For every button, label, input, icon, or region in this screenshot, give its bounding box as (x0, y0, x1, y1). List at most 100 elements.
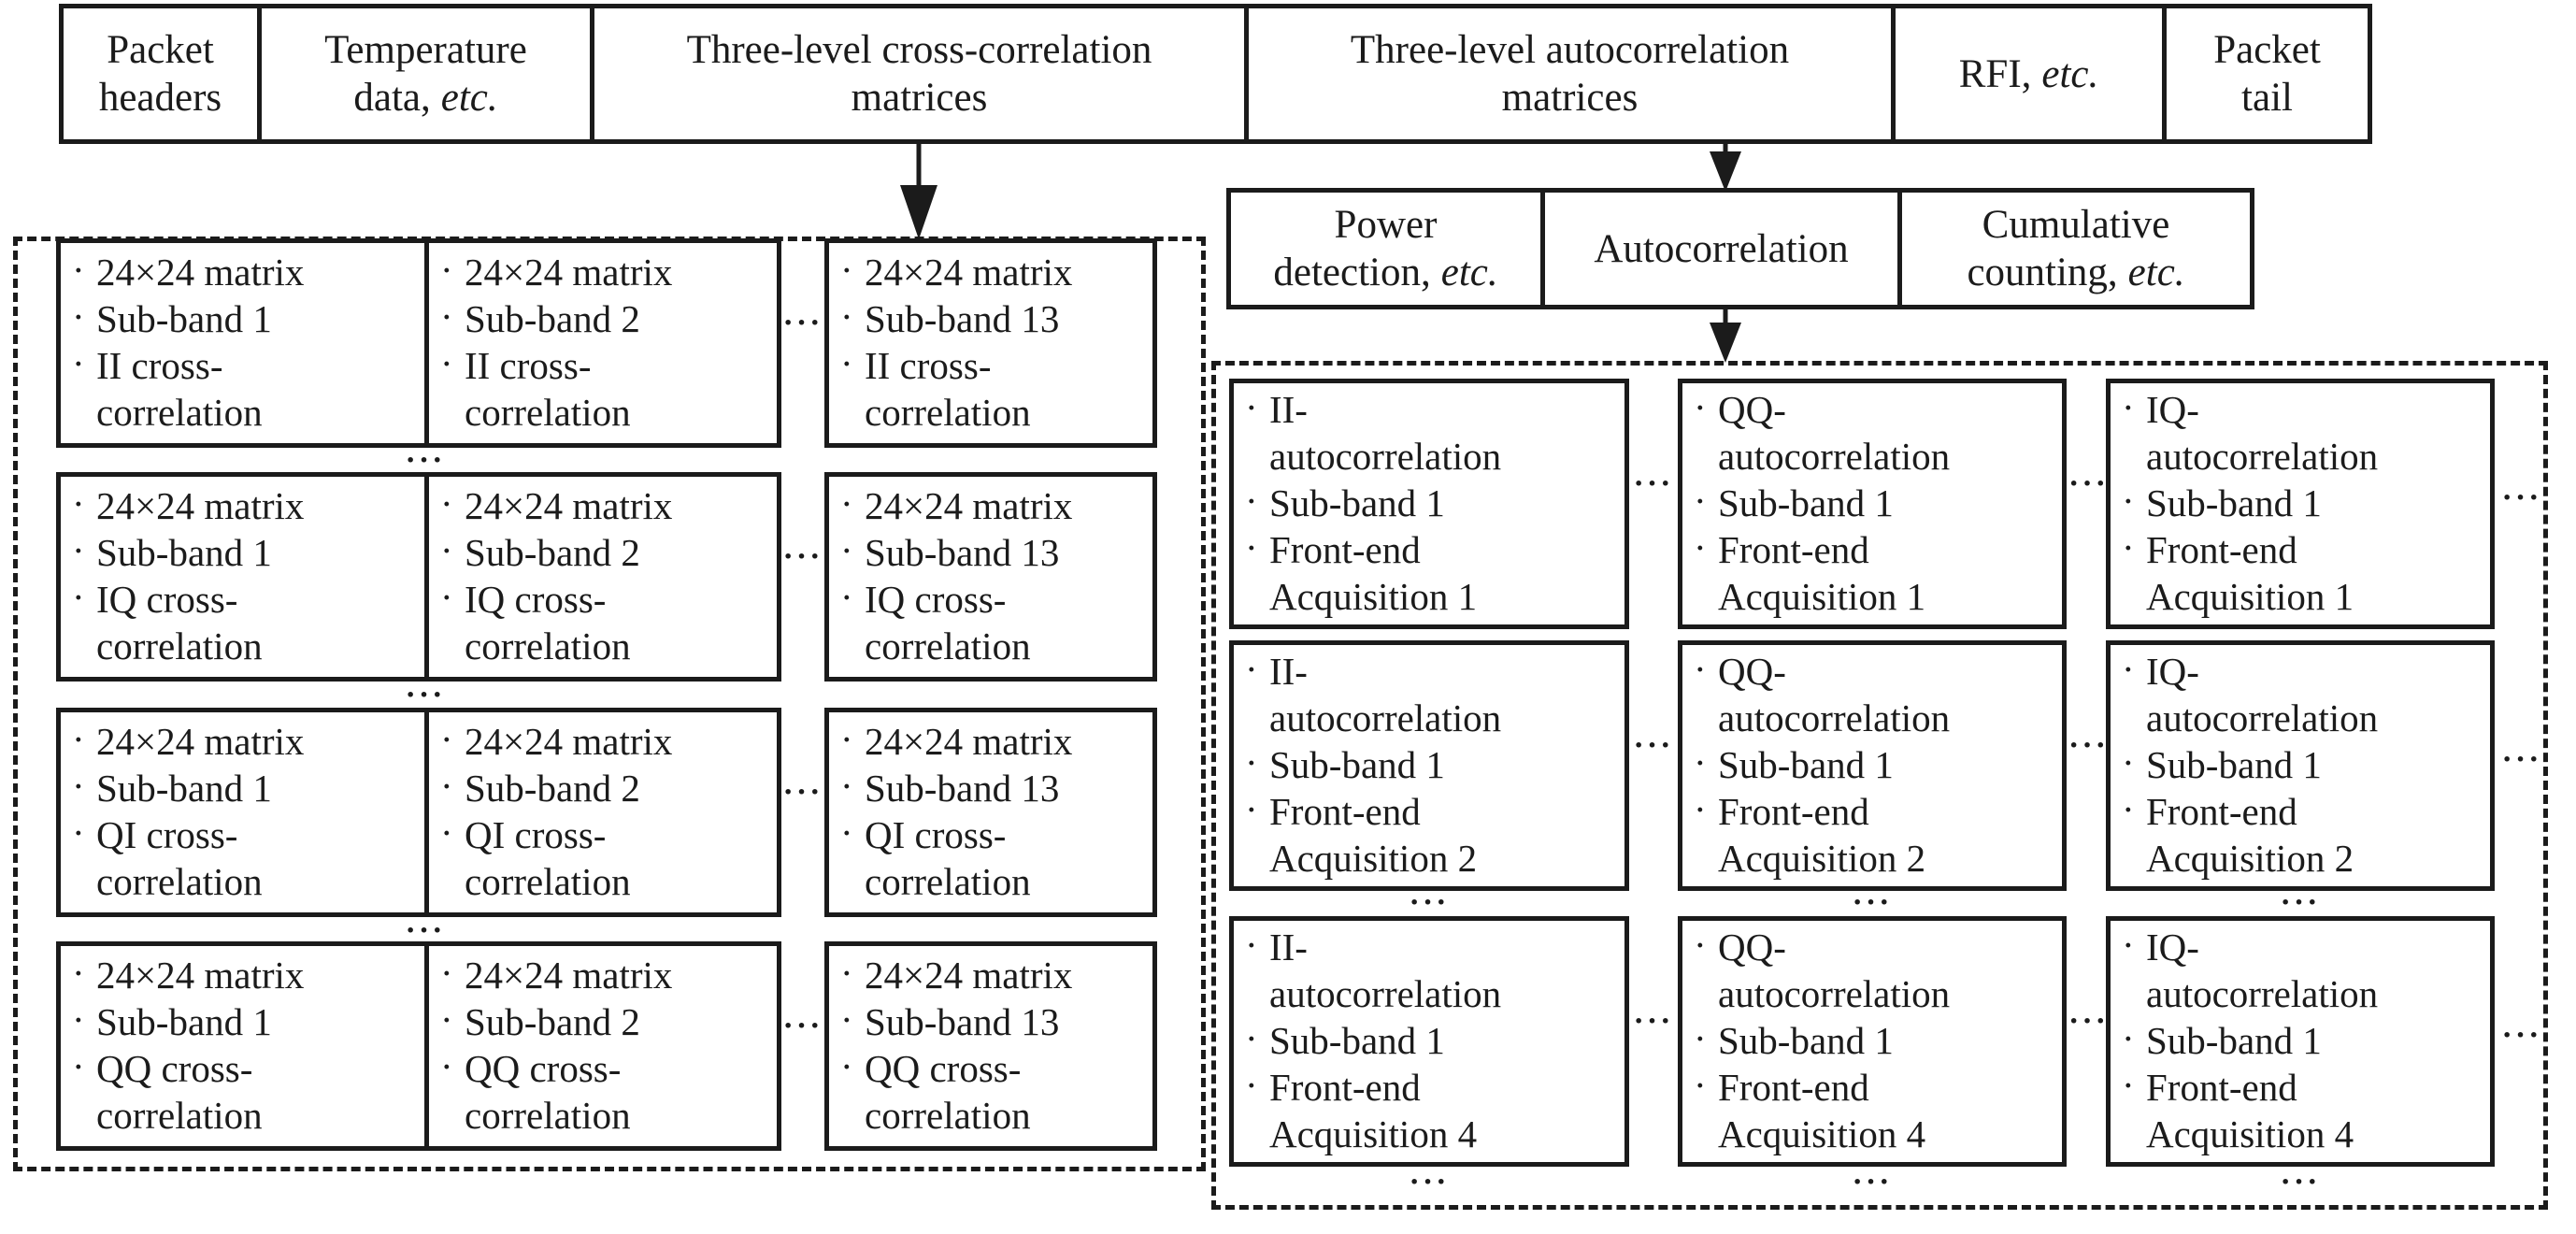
ellipsis-rows: ··· (405, 678, 446, 712)
box-line: 24×24 matrix (96, 251, 305, 294)
box-line: autocorrelation (2146, 972, 2379, 1015)
box-line: 24×24 matrix (465, 954, 673, 997)
acorr-box-r2c2: ·QQ- autocorrelation ·Sub-band 1 ·Front-… (1678, 640, 2067, 891)
bullet: · (72, 811, 85, 854)
arrow-stem (916, 140, 922, 189)
bullet: · (840, 998, 853, 1041)
bullet: · (72, 249, 85, 292)
box-line: Acquisition 4 (2146, 1112, 2354, 1155)
acorr-box-r2c3: ·IQ- autocorrelation ·Sub-band 1 ·Front-… (2106, 640, 2495, 891)
box-line: 24×24 matrix (96, 720, 305, 763)
box-line: QI cross- (96, 813, 238, 856)
ellipsis-rows: ··· (2280, 885, 2321, 920)
cell-line: Packet (2213, 28, 2321, 72)
arrow-head-icon (1710, 323, 1741, 363)
bullet: · (1245, 526, 1258, 569)
bullet: · (440, 765, 453, 808)
bullet: · (440, 482, 453, 525)
etc-label: etc. (2127, 251, 2185, 294)
box-line: 24×24 matrix (865, 484, 1073, 527)
bullet: · (1245, 480, 1258, 523)
box-line: autocorrelation (1718, 972, 1951, 1015)
bullet: · (1694, 741, 1707, 784)
box-line: correlation (865, 860, 1031, 903)
box-line: QQ- (1718, 650, 1786, 693)
bullet: · (1694, 480, 1707, 523)
box-line: correlation (465, 624, 631, 667)
bullet: · (2122, 648, 2135, 691)
box-line: correlation (96, 860, 263, 903)
box-line: Sub-band 2 (465, 1000, 640, 1043)
bullet: · (1694, 1017, 1707, 1060)
arrow-to-auto-corr-block (1707, 309, 1744, 363)
xcorr-box-r2c3: ·24×24 matrix ·Sub-band 13 ·IQ cross- co… (824, 472, 1157, 682)
cell-line: data, (353, 76, 431, 120)
bullet: · (2122, 386, 2135, 429)
box-line: II cross- (465, 344, 592, 387)
box-line: Front-end (2146, 528, 2297, 571)
ellipsis-rows: ··· (405, 913, 446, 948)
box-line: Acquisition 2 (2146, 837, 2354, 880)
bullet: · (72, 529, 85, 572)
bullet: · (1694, 924, 1707, 967)
ellipsis-columns: ··· (2068, 728, 2110, 763)
box-line: correlation (465, 860, 631, 903)
xcorr-box-r2c1: ·24×24 matrix ·Sub-band 1 ·IQ cross- cor… (56, 472, 429, 682)
bullet: · (72, 765, 85, 808)
cell-line: RFI, (1958, 51, 2032, 96)
bullet: · (1245, 648, 1258, 691)
box-line: II cross- (865, 344, 992, 387)
bullet: · (1694, 788, 1707, 831)
ellipsis-columns: ··· (782, 1009, 823, 1043)
box-line: QQ cross- (96, 1047, 253, 1090)
box-line: Front-end (1718, 790, 1869, 833)
box-line: autocorrelation (1269, 696, 1502, 739)
box-line: 24×24 matrix (96, 954, 305, 997)
bullet: · (1245, 386, 1258, 429)
acorr-box-r1c1: ·II- autocorrelation ·Sub-band 1 ·Front-… (1229, 379, 1629, 629)
ellipsis-rows: ··· (2280, 1165, 2321, 1199)
ellipsis-rows: ··· (1852, 885, 1893, 920)
xcorr-box-r4c3: ·24×24 matrix ·Sub-band 13 ·QQ cross- co… (824, 941, 1157, 1151)
bullet: · (1694, 1064, 1707, 1107)
box-line: Acquisition 2 (1269, 837, 1478, 880)
arrow-to-process-row (1707, 140, 1744, 192)
bullet: · (72, 952, 85, 995)
box-line: correlation (865, 624, 1031, 667)
bullet: · (1694, 648, 1707, 691)
box-line: II- (1269, 926, 1308, 969)
box-line: QQ cross- (465, 1047, 622, 1090)
bullet: · (72, 482, 85, 525)
bullet: · (440, 1045, 453, 1088)
ellipsis-columns: ··· (1633, 466, 1674, 501)
auto-corr-dashed-block (1211, 361, 2548, 1210)
box-line: correlation (96, 1094, 263, 1137)
cell-line: Three-level cross-correlation (686, 28, 1152, 72)
box-line: Sub-band 2 (465, 767, 640, 810)
bullet: · (440, 576, 453, 619)
bullet: · (840, 718, 853, 761)
bullet: · (2122, 480, 2135, 523)
bullet: · (440, 295, 453, 338)
bullet: · (72, 1045, 85, 1088)
bullet: · (2122, 788, 2135, 831)
bullet: · (440, 342, 453, 385)
cell-line: Cumulative (1982, 203, 2170, 247)
box-line: autocorrelation (1269, 972, 1502, 1015)
bullet: · (440, 249, 453, 292)
bullet: · (72, 718, 85, 761)
cell-line: Packet (107, 28, 214, 72)
acorr-box-r1c3: ·IQ- autocorrelation ·Sub-band 1 ·Front-… (2106, 379, 2495, 629)
bullet: · (840, 952, 853, 995)
acorr-box-r3c3: ·IQ- autocorrelation ·Sub-band 1 ·Front-… (2106, 916, 2495, 1167)
box-line: 24×24 matrix (96, 484, 305, 527)
bullet: · (2122, 526, 2135, 569)
bullet: · (2122, 741, 2135, 784)
xcorr-box-r1c2: ·24×24 matrix ·Sub-band 2 ·II cross- cor… (424, 238, 781, 448)
bullet: · (2122, 1064, 2135, 1107)
